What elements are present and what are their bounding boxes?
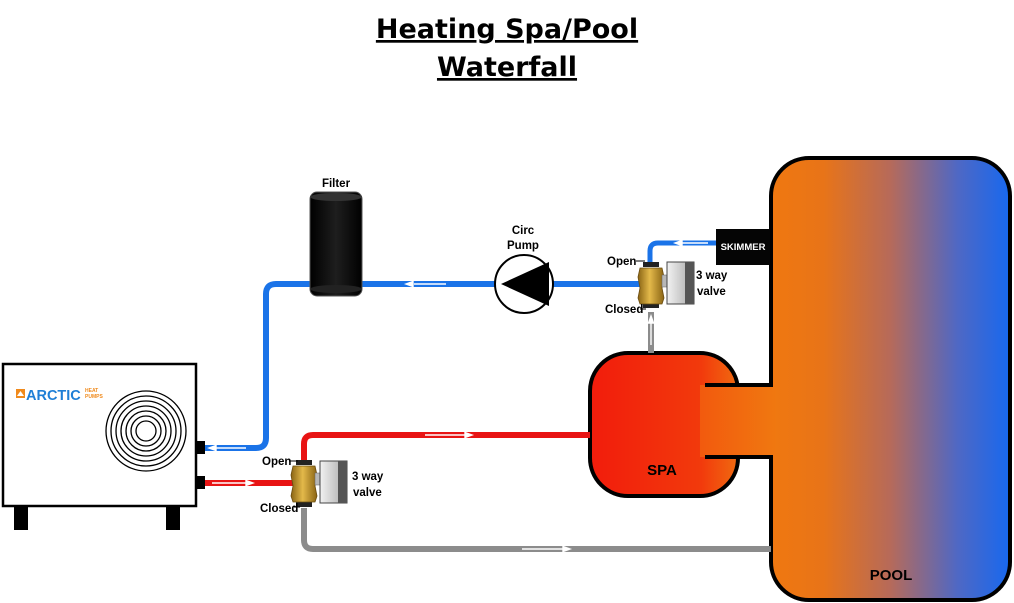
valve-top-closed-label: Closed bbox=[605, 304, 643, 316]
valve-top-name-line2: valve bbox=[697, 286, 726, 298]
hot-pipe-to-spa bbox=[301, 432, 590, 460]
flow-arrow-to-spa bbox=[425, 431, 475, 439]
filter bbox=[309, 191, 363, 297]
flow-arrow-skimmer bbox=[672, 239, 708, 247]
pool-label: POOL bbox=[870, 567, 913, 584]
circ-pump-label-line2: Pump bbox=[507, 240, 539, 252]
diagram-title-line2: Waterfall bbox=[437, 52, 577, 83]
flow-arrow-to-pool bbox=[522, 545, 573, 553]
skimmer-label: SKIMMER bbox=[721, 242, 766, 253]
pool bbox=[769, 156, 1012, 602]
three-way-valve-top bbox=[637, 261, 695, 308]
flow-arrow-spa-drain bbox=[647, 313, 655, 345]
valve-top-name-line1: 3 way bbox=[696, 270, 728, 282]
diagram-title-line1: Heating Spa/Pool bbox=[376, 14, 638, 45]
valve-bottom-closed-label: Closed bbox=[260, 503, 298, 515]
circ-pump bbox=[494, 254, 554, 314]
valve-bottom-name-line2: valve bbox=[353, 487, 382, 499]
filter-label: Filter bbox=[322, 178, 351, 190]
circ-pump-label-line1: Circ bbox=[512, 225, 535, 237]
bypass-pipe-to-pool bbox=[301, 508, 771, 552]
arctic-logo: ARCTIC HEAT PUMPS bbox=[16, 388, 103, 404]
flow-arrow-heat-pump-inlet bbox=[206, 444, 246, 452]
heat-pump-fan-grille bbox=[105, 390, 187, 472]
heat-pump-unit bbox=[1, 362, 205, 530]
flow-arrow-cold-top bbox=[403, 280, 446, 288]
valve-bottom-name-line1: 3 way bbox=[352, 471, 384, 483]
spa bbox=[588, 351, 776, 498]
cold-pipe-skimmer bbox=[647, 240, 716, 262]
valve-top-open-label: Open bbox=[607, 256, 636, 268]
three-way-valve-bottom bbox=[290, 460, 348, 507]
skimmer bbox=[716, 229, 770, 265]
arctic-logo-brand: ARCTIC bbox=[26, 388, 81, 404]
valve-bottom-open-label: Open bbox=[262, 456, 291, 468]
cold-pipe-main bbox=[205, 281, 644, 451]
flow-arrow-heat-pump-outlet bbox=[212, 479, 256, 487]
arctic-logo-sub-line2: PUMPS bbox=[85, 394, 103, 400]
spa-label: SPA bbox=[647, 462, 677, 479]
arctic-logo-sub-line1: HEAT bbox=[85, 388, 98, 394]
